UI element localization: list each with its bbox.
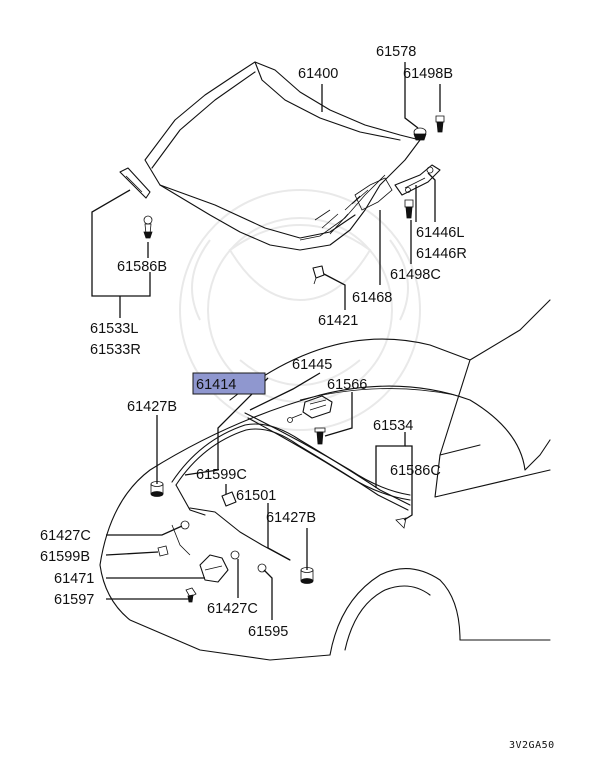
hood-hinge-illustration bbox=[394, 164, 441, 196]
diagram-code: 3V2GA50 bbox=[509, 740, 555, 751]
part-label-61427b-mid[interactable]: 61427B bbox=[266, 510, 316, 526]
screw-illustration bbox=[185, 587, 197, 603]
part-label-61427c-bottom[interactable]: 61427C bbox=[207, 601, 258, 617]
hood-lock-illustration bbox=[287, 395, 333, 445]
part-label-61599b[interactable]: 61599B bbox=[40, 549, 90, 565]
highlight-box-61414 bbox=[192, 372, 266, 395]
part-label-61400[interactable]: 61400 bbox=[298, 66, 338, 82]
part-label-61597[interactable]: 61597 bbox=[54, 592, 94, 608]
leader-lines bbox=[91, 62, 441, 620]
hood-bumper-illustration bbox=[413, 115, 445, 141]
part-label-61498b[interactable]: 61498B bbox=[403, 66, 453, 82]
part-label-61533r[interactable]: 61533R bbox=[90, 342, 141, 358]
hood-seal-illustration bbox=[244, 412, 411, 501]
part-label-61501[interactable]: 61501 bbox=[236, 488, 276, 504]
part-label-61595[interactable]: 61595 bbox=[248, 624, 288, 640]
part-label-61566[interactable]: 61566 bbox=[327, 377, 367, 393]
hinge-bolt-illustration bbox=[404, 199, 414, 219]
release-handle-illustration bbox=[199, 554, 229, 583]
part-label-61446r[interactable]: 61446R bbox=[416, 246, 467, 262]
part-label-61445[interactable]: 61445 bbox=[292, 357, 332, 373]
part-label-61599c[interactable]: 61599C bbox=[196, 467, 247, 483]
hood-bracket-illustration bbox=[119, 167, 153, 239]
support-rod-clip-illustration bbox=[312, 265, 325, 285]
part-label-61427c-left[interactable]: 61427C bbox=[40, 528, 91, 544]
part-label-61468[interactable]: 61468 bbox=[352, 290, 392, 306]
part-label-61586b[interactable]: 61586B bbox=[117, 259, 167, 275]
vehicle-body-outline bbox=[99, 299, 551, 661]
part-label-61427b-top[interactable]: 61427B bbox=[127, 399, 177, 415]
part-label-61533l[interactable]: 61533L bbox=[90, 321, 138, 337]
watermark-emblem bbox=[179, 189, 421, 431]
part-label-61414[interactable]: 61414 bbox=[196, 377, 236, 393]
part-labels: 61400 61578 61498B 61446L 61446R 61498C … bbox=[40, 44, 467, 640]
part-label-61586c[interactable]: 61586C bbox=[390, 463, 441, 479]
hood-panel-illustration bbox=[144, 61, 421, 251]
part-label-61421[interactable]: 61421 bbox=[318, 313, 358, 329]
part-label-61471[interactable]: 61471 bbox=[54, 571, 94, 587]
part-label-61578[interactable]: 61578 bbox=[376, 44, 416, 60]
part-label-61498c[interactable]: 61498C bbox=[390, 267, 441, 283]
part-label-61534[interactable]: 61534 bbox=[373, 418, 413, 434]
part-label-61446l[interactable]: 61446L bbox=[416, 225, 464, 241]
cable-clips-illustration bbox=[157, 491, 407, 573]
